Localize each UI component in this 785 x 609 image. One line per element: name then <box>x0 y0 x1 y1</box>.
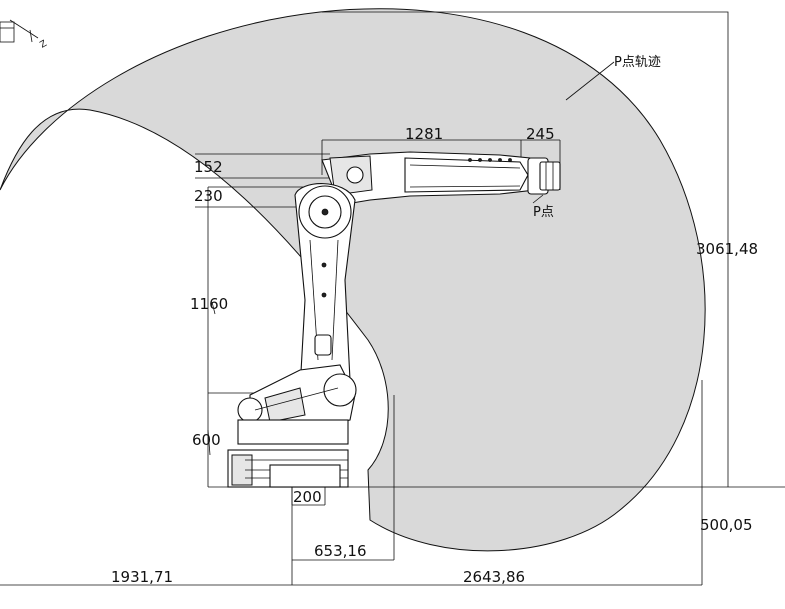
axis-indicator: Z <box>0 19 49 51</box>
point-label: P点 <box>533 205 554 220</box>
dim-2643: 2643,86 <box>463 568 525 586</box>
dim-600-tick <box>207 429 211 456</box>
workspace-envelope <box>0 8 706 552</box>
outer-box-top-right <box>322 11 729 487</box>
dim-653: 653,16 <box>314 542 367 560</box>
dim-1160: 1160 <box>190 295 228 313</box>
dim-1281: 1281 <box>405 125 443 143</box>
trajectory-label: P点轨迹 <box>614 55 661 70</box>
dim-1160-tick <box>211 301 216 315</box>
dim-500: 500,05 <box>700 516 753 534</box>
point-leader <box>532 194 544 204</box>
robot-base <box>227 364 357 488</box>
dim-3061: 3061,48 <box>696 240 758 258</box>
robot-arm <box>321 151 561 206</box>
robot-link <box>294 183 356 391</box>
axis-z-label: Z <box>39 39 49 51</box>
dim-1931: 1931,71 <box>111 568 173 586</box>
dim-600: 600 <box>192 431 221 449</box>
dim-245: 245 <box>526 125 555 143</box>
dim-230: 230 <box>194 187 223 205</box>
trajectory-leader <box>565 61 615 101</box>
dim-152: 152 <box>194 158 223 176</box>
dim-200: 200 <box>293 488 322 506</box>
